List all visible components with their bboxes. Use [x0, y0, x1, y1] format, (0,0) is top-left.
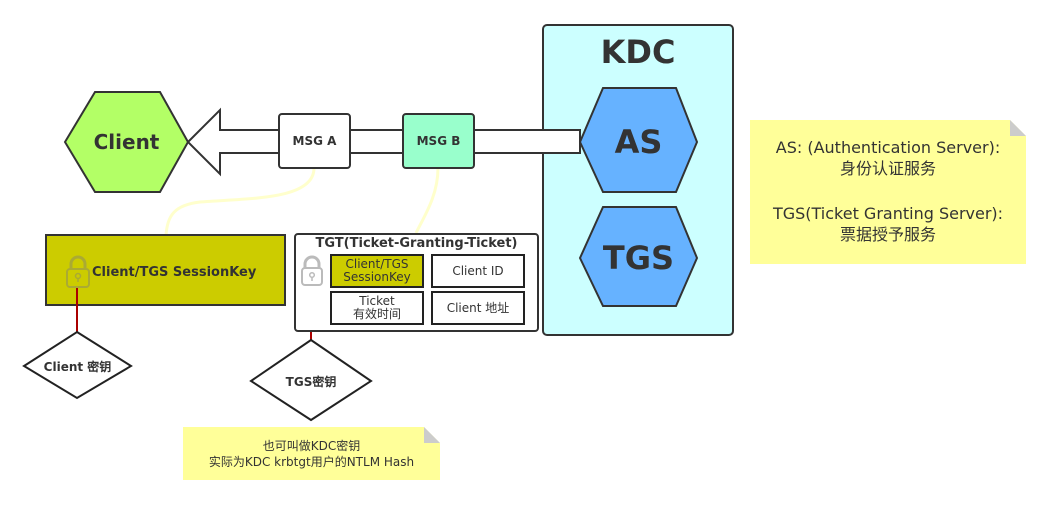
tgt-cell-client-address[interactable]: Client 地址	[431, 291, 525, 325]
servers-note-text: AS: (Authentication Server): 身份认证服务 TGS(…	[750, 137, 1026, 245]
tgs-label: TGS	[602, 239, 675, 277]
tgt-cell-line1: Client/TGS	[345, 257, 409, 271]
tgs-node[interactable]	[578, 206, 699, 307]
servers-note[interactable]: AS: (Authentication Server): 身份认证服务 TGS(…	[750, 120, 1026, 264]
as-node[interactable]	[578, 87, 699, 193]
tgt-cell-line1: Client 地址	[446, 300, 510, 315]
session-key-label: Client/TGS SessionKey	[92, 264, 257, 280]
tgs-key-note-line1: 也可叫做KDC密钥	[262, 439, 361, 453]
tgs-key-diamond[interactable]	[249, 338, 373, 422]
lock-icon	[301, 255, 323, 286]
tgs-key-note[interactable]: 也可叫做KDC密钥 实际为KDC krbtgt用户的NTLM Hash	[183, 427, 440, 480]
tgt-cell-line1: Ticket	[359, 294, 395, 308]
tgt-cell-client-id[interactable]: Client ID	[431, 254, 525, 288]
as-definition: AS: (Authentication Server):	[775, 138, 1001, 157]
tgs-description: 票据授予服务	[839, 225, 936, 244]
tgt-cell-line2: SessionKey	[343, 270, 411, 284]
msg-b-connector	[414, 167, 440, 234]
client-key-label: Client 密钥	[43, 359, 112, 374]
kdc-title: KDC	[600, 33, 676, 71]
tgt-cell-ticket-validity[interactable]: Ticket 有效时间	[330, 291, 424, 325]
client-label: Client	[93, 130, 160, 154]
msg-a-label: MSG A	[292, 134, 337, 148]
tgs-key-note-line2: 实际为KDC krbtgt用户的NTLM Hash	[208, 455, 415, 469]
client-node[interactable]	[63, 91, 190, 193]
msg-b-label: MSG B	[416, 134, 461, 148]
tgt-cell-line2: 有效时间	[352, 307, 401, 321]
tgs-definition: TGS(Ticket Granting Server):	[772, 204, 1004, 223]
tgt-title: TGT(Ticket-Granting-Ticket)	[315, 236, 518, 251]
msg-a-node[interactable]: MSG A	[278, 113, 351, 169]
msg-b-node[interactable]: MSG B	[402, 113, 475, 169]
tgt-cell-line1: Client ID	[452, 263, 504, 278]
tgt-cell-session-key[interactable]: Client/TGS SessionKey	[330, 254, 424, 288]
tgs-key-note-text: 也可叫做KDC密钥 实际为KDC krbtgt用户的NTLM Hash	[183, 438, 440, 470]
msg-a-connector	[164, 167, 316, 237]
message-flow-arrow[interactable]	[186, 107, 581, 177]
as-description: 身份认证服务	[839, 159, 936, 178]
client-key-diamond[interactable]	[22, 330, 133, 400]
tgs-key-label: TGS密钥	[285, 374, 337, 389]
as-label: AS	[614, 123, 663, 161]
lock-icon	[66, 255, 90, 288]
